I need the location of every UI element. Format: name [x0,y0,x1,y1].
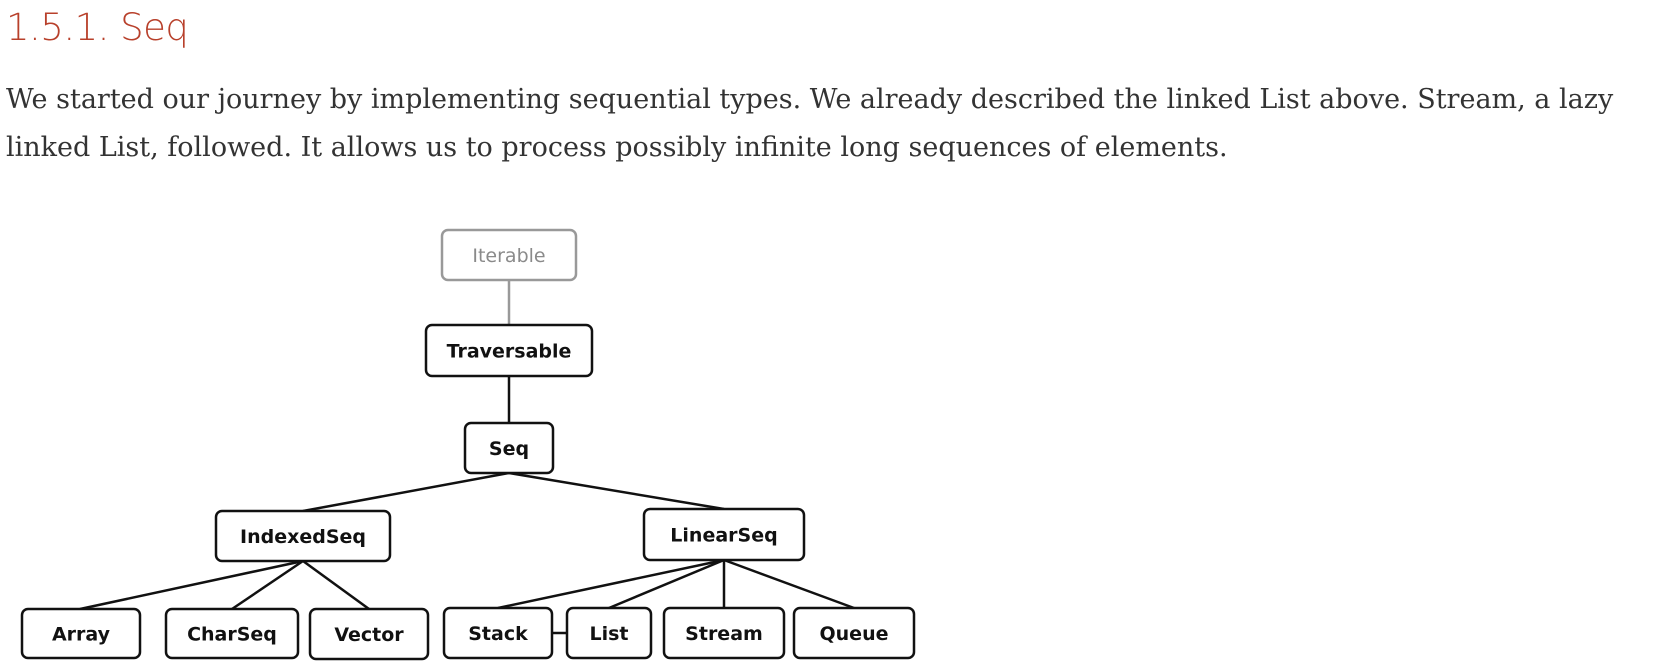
node-label-array: Array [52,624,111,646]
node-box-stream [662,606,786,660]
diagram-edges [79,280,855,635]
node-list: List [565,606,653,660]
node-box-traversable [424,323,594,378]
node-stack: Stack [442,606,554,660]
node-seq: Seq [463,421,555,475]
node-box-vector [308,607,430,661]
node-label-iterable: Iterable [472,245,545,267]
edge-seq-indexedseq [302,471,510,513]
section-heading: 1.5.1. Seq [6,6,189,49]
section-title: Seq [120,6,189,49]
edge-linearseq-queue [723,558,855,610]
section-number: 1.5.1. [6,6,109,49]
node-iterable: Iterable [440,228,578,282]
intro-paragraph: We started our journey by implementing s… [6,76,1646,172]
node-label-traversable: Traversable [447,341,572,363]
node-linearseq: LinearSeq [642,507,806,562]
node-box-charseq [164,607,300,660]
node-label-list: List [589,623,628,645]
node-box-array [20,607,142,660]
node-box-linearseq [642,507,806,562]
paragraph-line-1: We started our journey by implementing s… [6,84,1614,115]
node-indexedseq: IndexedSeq [214,509,392,563]
node-box-seq [463,421,555,475]
edge-indexedseq-charseq [231,559,304,611]
node-label-linearseq: LinearSeq [670,525,777,547]
node-box-list [565,606,653,660]
edge-indexedseq-array [79,559,304,611]
node-label-indexedseq: IndexedSeq [240,526,366,548]
node-label-queue: Queue [820,623,889,645]
node-box-queue [792,606,916,660]
edge-seq-linearseq [508,471,725,511]
node-box-iterable [440,228,578,282]
node-label-stream: Stream [685,623,763,645]
node-label-stack: Stack [468,623,528,645]
edge-linearseq-stack [497,558,725,610]
edge-indexedseq-vector [302,559,370,611]
node-traversable: Traversable [424,323,594,378]
paragraph-line-2: linked List, followed. It allows us to p… [6,132,1228,163]
node-label-charseq: CharSeq [187,624,277,646]
edge-linearseq-list [608,558,725,610]
node-stream: Stream [662,606,786,660]
node-queue: Queue [792,606,916,660]
node-label-seq: Seq [489,438,529,460]
node-box-indexedseq [214,509,392,563]
node-box-stack [442,606,554,660]
node-charseq: CharSeq [164,607,300,660]
node-array: Array [20,607,142,660]
node-vector: Vector [308,607,430,661]
node-label-vector: Vector [334,624,404,646]
